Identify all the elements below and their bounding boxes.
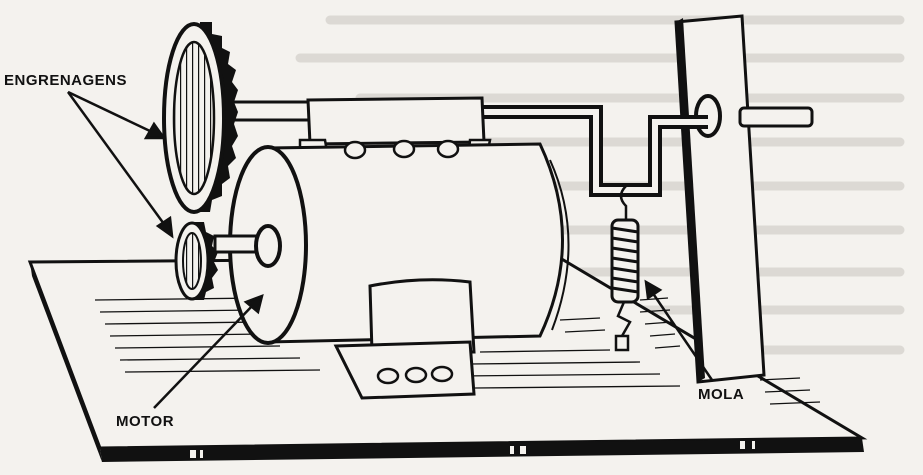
motor-body (213, 139, 570, 345)
support-plate (674, 14, 766, 384)
gears-label: ENGRENAGENS (4, 72, 128, 89)
spring-arrow (644, 279, 714, 381)
gears-arrows (66, 90, 174, 239)
motor-label: MOTOR (116, 413, 175, 430)
spring (610, 185, 640, 352)
motor-mount (333, 278, 476, 400)
motor-arrow (153, 293, 264, 409)
large-gear (162, 22, 238, 214)
small-gear (174, 221, 218, 301)
spring-label: MOLA (698, 386, 745, 403)
